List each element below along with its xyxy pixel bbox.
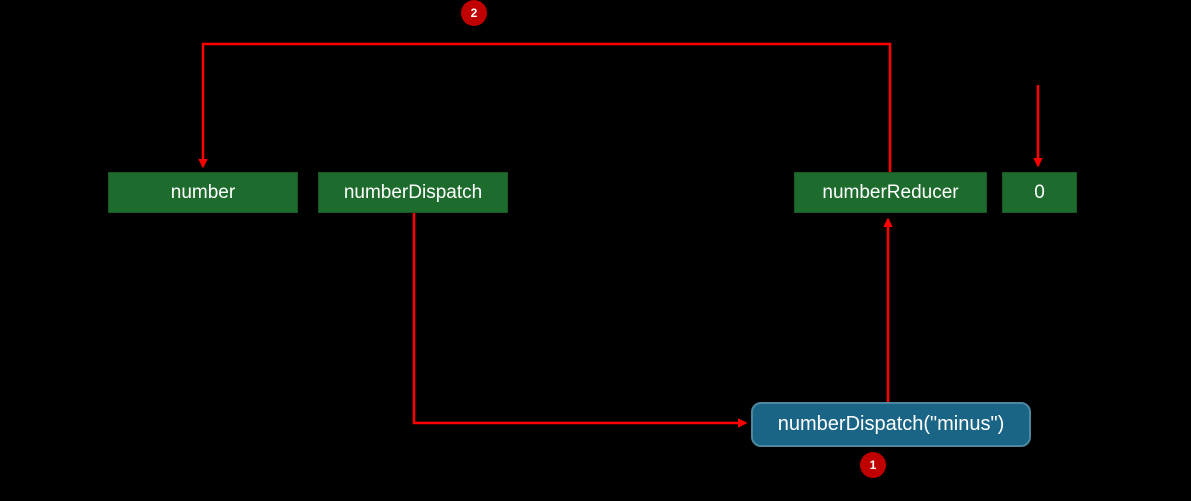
node-number-reducer: numberReducer — [794, 172, 987, 213]
node-number-dispatch: numberDispatch — [318, 172, 508, 213]
step-badge-2: 2 — [461, 0, 487, 26]
node-number: number — [108, 172, 298, 213]
arrow-dispatch-to-call — [412, 213, 748, 428]
node-dispatch-call: numberDispatch("minus") — [751, 402, 1031, 447]
node-initial-value: 0 — [1002, 172, 1077, 213]
step-badge-1: 1 — [860, 452, 886, 478]
arrow-reducer-to-number — [198, 42, 892, 172]
